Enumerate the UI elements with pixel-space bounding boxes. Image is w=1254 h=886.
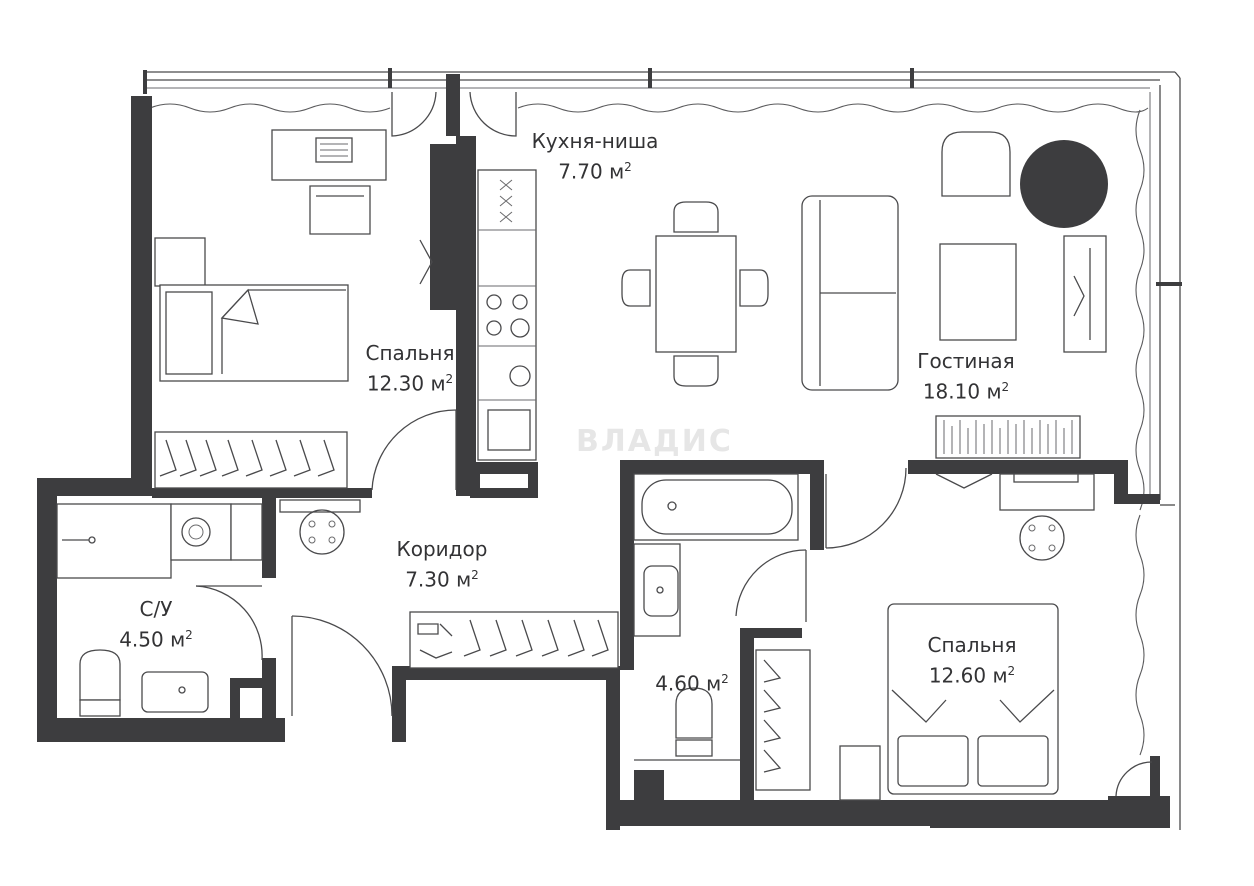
bedroom2-furniture (755, 473, 1095, 801)
room-area: 7.30 м2 (405, 567, 479, 592)
bedroom1-furniture (154, 129, 387, 489)
room-label-bedroom1: Спальня 12.30 м2 (340, 340, 480, 397)
corridor-furniture (279, 499, 619, 669)
room-label-kitchen: Кухня-ниша 7.70 м2 (515, 128, 675, 185)
room-label-bedroom2: Спальня 12.60 м2 (902, 632, 1042, 689)
curtains (149, 103, 1149, 756)
room-label-corridor: Коридор 7.30 м2 (372, 536, 512, 593)
kitchen-furniture (419, 169, 537, 461)
room-area: 12.60 м2 (928, 663, 1016, 688)
walls (37, 74, 1170, 830)
room-name: Гостиная (917, 349, 1015, 373)
room-label-wc: С/У 4.50 м2 (96, 596, 216, 653)
room-label-bath2: 4.60 м2 (632, 666, 752, 697)
watermark: ВЛАДИС (576, 424, 733, 459)
bath2-fixtures (633, 473, 799, 761)
room-area: 7.70 м2 (558, 159, 632, 184)
doors (195, 91, 1153, 797)
room-area: 18.10 м2 (922, 379, 1010, 404)
window-frames (143, 68, 1182, 830)
room-name: С/У (139, 597, 173, 621)
living-furniture (621, 131, 1108, 459)
room-area: 12.30 м2 (366, 371, 454, 396)
room-area: 4.60 м2 (655, 671, 729, 696)
room-name: Спальня (365, 341, 455, 365)
wc1-fixtures (56, 503, 263, 717)
room-area: 4.50 м2 (119, 627, 193, 652)
room-name: Спальня (927, 633, 1017, 657)
room-label-living: Гостиная 18.10 м2 (896, 348, 1036, 405)
room-name: Коридор (396, 537, 488, 561)
room-name: Кухня-ниша (531, 129, 659, 153)
